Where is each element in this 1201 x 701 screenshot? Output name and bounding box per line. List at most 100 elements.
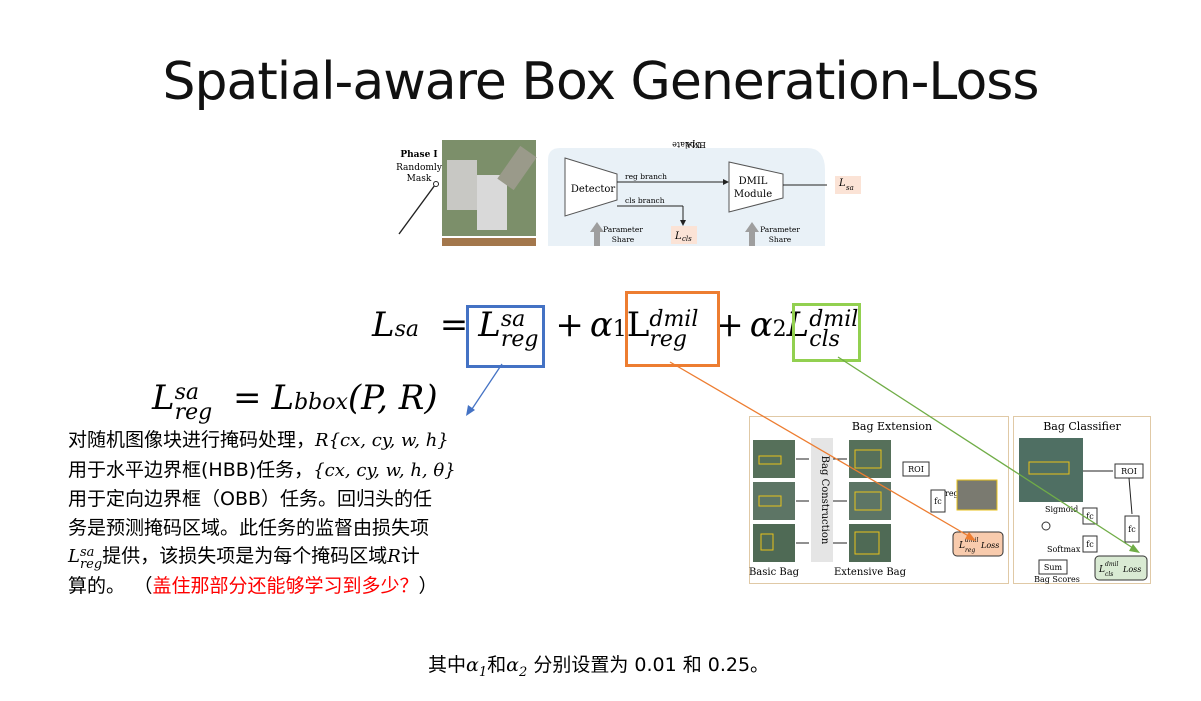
highlight-box-dmil-cls: [792, 303, 861, 362]
note-alpha2: α: [506, 654, 519, 676]
sum-box: [1038, 559, 1068, 575]
loss-cls-box: [671, 226, 697, 244]
loss-sa-badge: L sa: [835, 176, 861, 194]
roi-label-2: ROI: [1121, 467, 1137, 476]
bag-scores-label: Bag Scores: [1034, 575, 1080, 584]
loss-cls-right-sub: cls: [1105, 571, 1113, 578]
eq2-lhs-sup: sa: [174, 380, 199, 405]
desc-line-6-close: ）: [418, 574, 438, 597]
eq-term3-sub: cls: [809, 327, 840, 352]
param-share-2a: Parameter: [760, 225, 800, 234]
sum-label: Sum: [1044, 563, 1063, 572]
desc-line-6-question: 盖住那部分还能够学习到多少？: [152, 574, 419, 597]
loss-reg-sub: reg: [965, 547, 975, 554]
dmil-label-1: DMIL: [739, 176, 768, 187]
aerial-building: [447, 160, 477, 210]
loss-cls-L: L: [674, 231, 682, 242]
desc-line-3: 用于定向边界框（OBB）任务。回归头的任: [68, 488, 433, 510]
dmil-diagram: Bag Extension Bag Classifier Basic Bag B…: [749, 416, 1151, 584]
loss-sa-L: L: [839, 178, 846, 189]
detector-label: Detector: [571, 184, 616, 195]
bag-construction-label: Bag Construction: [819, 456, 830, 545]
loss-reg-L: L: [958, 541, 965, 551]
eq-alpha2: α: [749, 305, 773, 345]
loss-cls-right-word: Loss: [1122, 565, 1141, 574]
aerial-image-2: [442, 238, 536, 246]
param-share-1a: Parameter: [603, 225, 643, 234]
bag-extension-title: Bag Extension: [852, 420, 932, 433]
note-alpha1-sub: 1: [478, 664, 488, 680]
eq-lhs: L: [372, 305, 395, 345]
loss-reg-word: Loss: [980, 541, 999, 550]
desc-line-5-text-b: 计: [400, 545, 420, 567]
arrow-sa-reg: [469, 363, 503, 413]
dmil-block: [728, 161, 784, 213]
eq-term1-sub: reg: [500, 327, 539, 352]
desc-line-5-text-a: 提供，该损失项是为每个掩码区域: [102, 545, 388, 567]
alpha-note: 其中α1和α2 分别设置为 0.01 和 0.25。: [428, 650, 769, 680]
pipeline-figure: Phase I Randomly Mask EMA Update Detecto…: [395, 140, 861, 246]
roi-label-1: ROI: [908, 465, 924, 474]
reg-branch-arrowhead: [723, 179, 729, 185]
eq2-lhs: L: [152, 378, 175, 418]
slide-title: Spatial-aware Box Generation-Loss: [162, 52, 1040, 112]
fc-label-2: fc: [1128, 525, 1136, 534]
desc-line-2-text: 用于水平边界框(HBB)任务，: [68, 458, 314, 481]
eq-alpha1: α: [589, 305, 613, 345]
bag-classifier-title: Bag Classifier: [1043, 420, 1121, 433]
eq-term2: L: [626, 305, 650, 345]
desc-line-5-R: R: [387, 546, 401, 567]
desc-line-2-math: {cx, cy, w, h, θ}: [313, 459, 456, 481]
reg-output-img: [956, 479, 998, 511]
ema-line1: EMA: [686, 140, 706, 149]
desc-line-5-sup: sa: [79, 545, 95, 560]
eq2-rhs: L: [271, 378, 295, 418]
basic-bag-img-3: [753, 524, 795, 562]
desc-line-5-sub: reg: [79, 557, 103, 572]
highlight-box-sa-reg: [466, 305, 545, 368]
mask-label-2: Mask: [407, 174, 432, 184]
detector-block: [564, 157, 618, 217]
phase-pointer-line: [398, 184, 436, 235]
basic-bag-label: Basic Bag: [749, 567, 800, 578]
softmax-label: Softmax: [1047, 545, 1081, 554]
desc-line-1-math: R{cx, cy, w, h}: [315, 430, 449, 451]
loss-sa-sub: sa: [846, 184, 854, 192]
param-share-2b: Share: [769, 235, 792, 244]
desc-line-6: 算的。（盖住那部分还能够学习到多少？）: [68, 572, 538, 601]
desc-line-2: 用于水平边界框(HBB)任务，{cx, cy, w, h, θ}: [68, 456, 538, 486]
description-paragraph: 对随机图像块进行掩码处理，R{cx, cy, w, h} 用于水平边界框(HBB…: [68, 426, 538, 600]
eq2-rhs-sub: bbox: [294, 390, 348, 415]
eq-equals: =: [439, 305, 469, 345]
masked-region: [477, 175, 507, 230]
fc-label-4: fc: [1086, 540, 1094, 549]
sigmoid-label: Sigmoid: [1045, 505, 1078, 514]
multiply-node: [1041, 521, 1051, 531]
desc-line-1: 对随机图像块进行掩码处理，R{cx, cy, w, h}: [68, 426, 538, 456]
phase-label: Phase I: [400, 150, 437, 160]
note-rest: 分别设置为 0.01 和 0.25。: [527, 654, 770, 676]
desc-line-1-text: 对随机图像块进行掩码处理，: [68, 429, 316, 451]
loss-cls-sub: cls: [682, 235, 692, 243]
arrow-sa-reg-head: [466, 405, 475, 416]
highlight-box-dmil-reg: [625, 291, 720, 367]
loss-cls-box-right: [1094, 555, 1148, 581]
note-prefix: 其中: [428, 654, 467, 676]
ema-line2: Update: [672, 140, 702, 149]
eq2-lhs-sub: reg: [174, 400, 213, 425]
dmil-figure: Bag Extension Bag Classifier Basic Bag B…: [749, 416, 1151, 584]
note-alpha1: α: [466, 654, 479, 676]
param-share-arrow-1: [590, 222, 604, 246]
loss-cls-right-sup: dmil: [1105, 561, 1118, 568]
reg-branch-label: reg branch: [625, 172, 667, 181]
pipeline-diagram: Phase I Randomly Mask EMA Update Detecto…: [396, 140, 861, 246]
dmil-label-2: Module: [734, 189, 772, 200]
desc-line-5-L: L: [68, 546, 80, 567]
